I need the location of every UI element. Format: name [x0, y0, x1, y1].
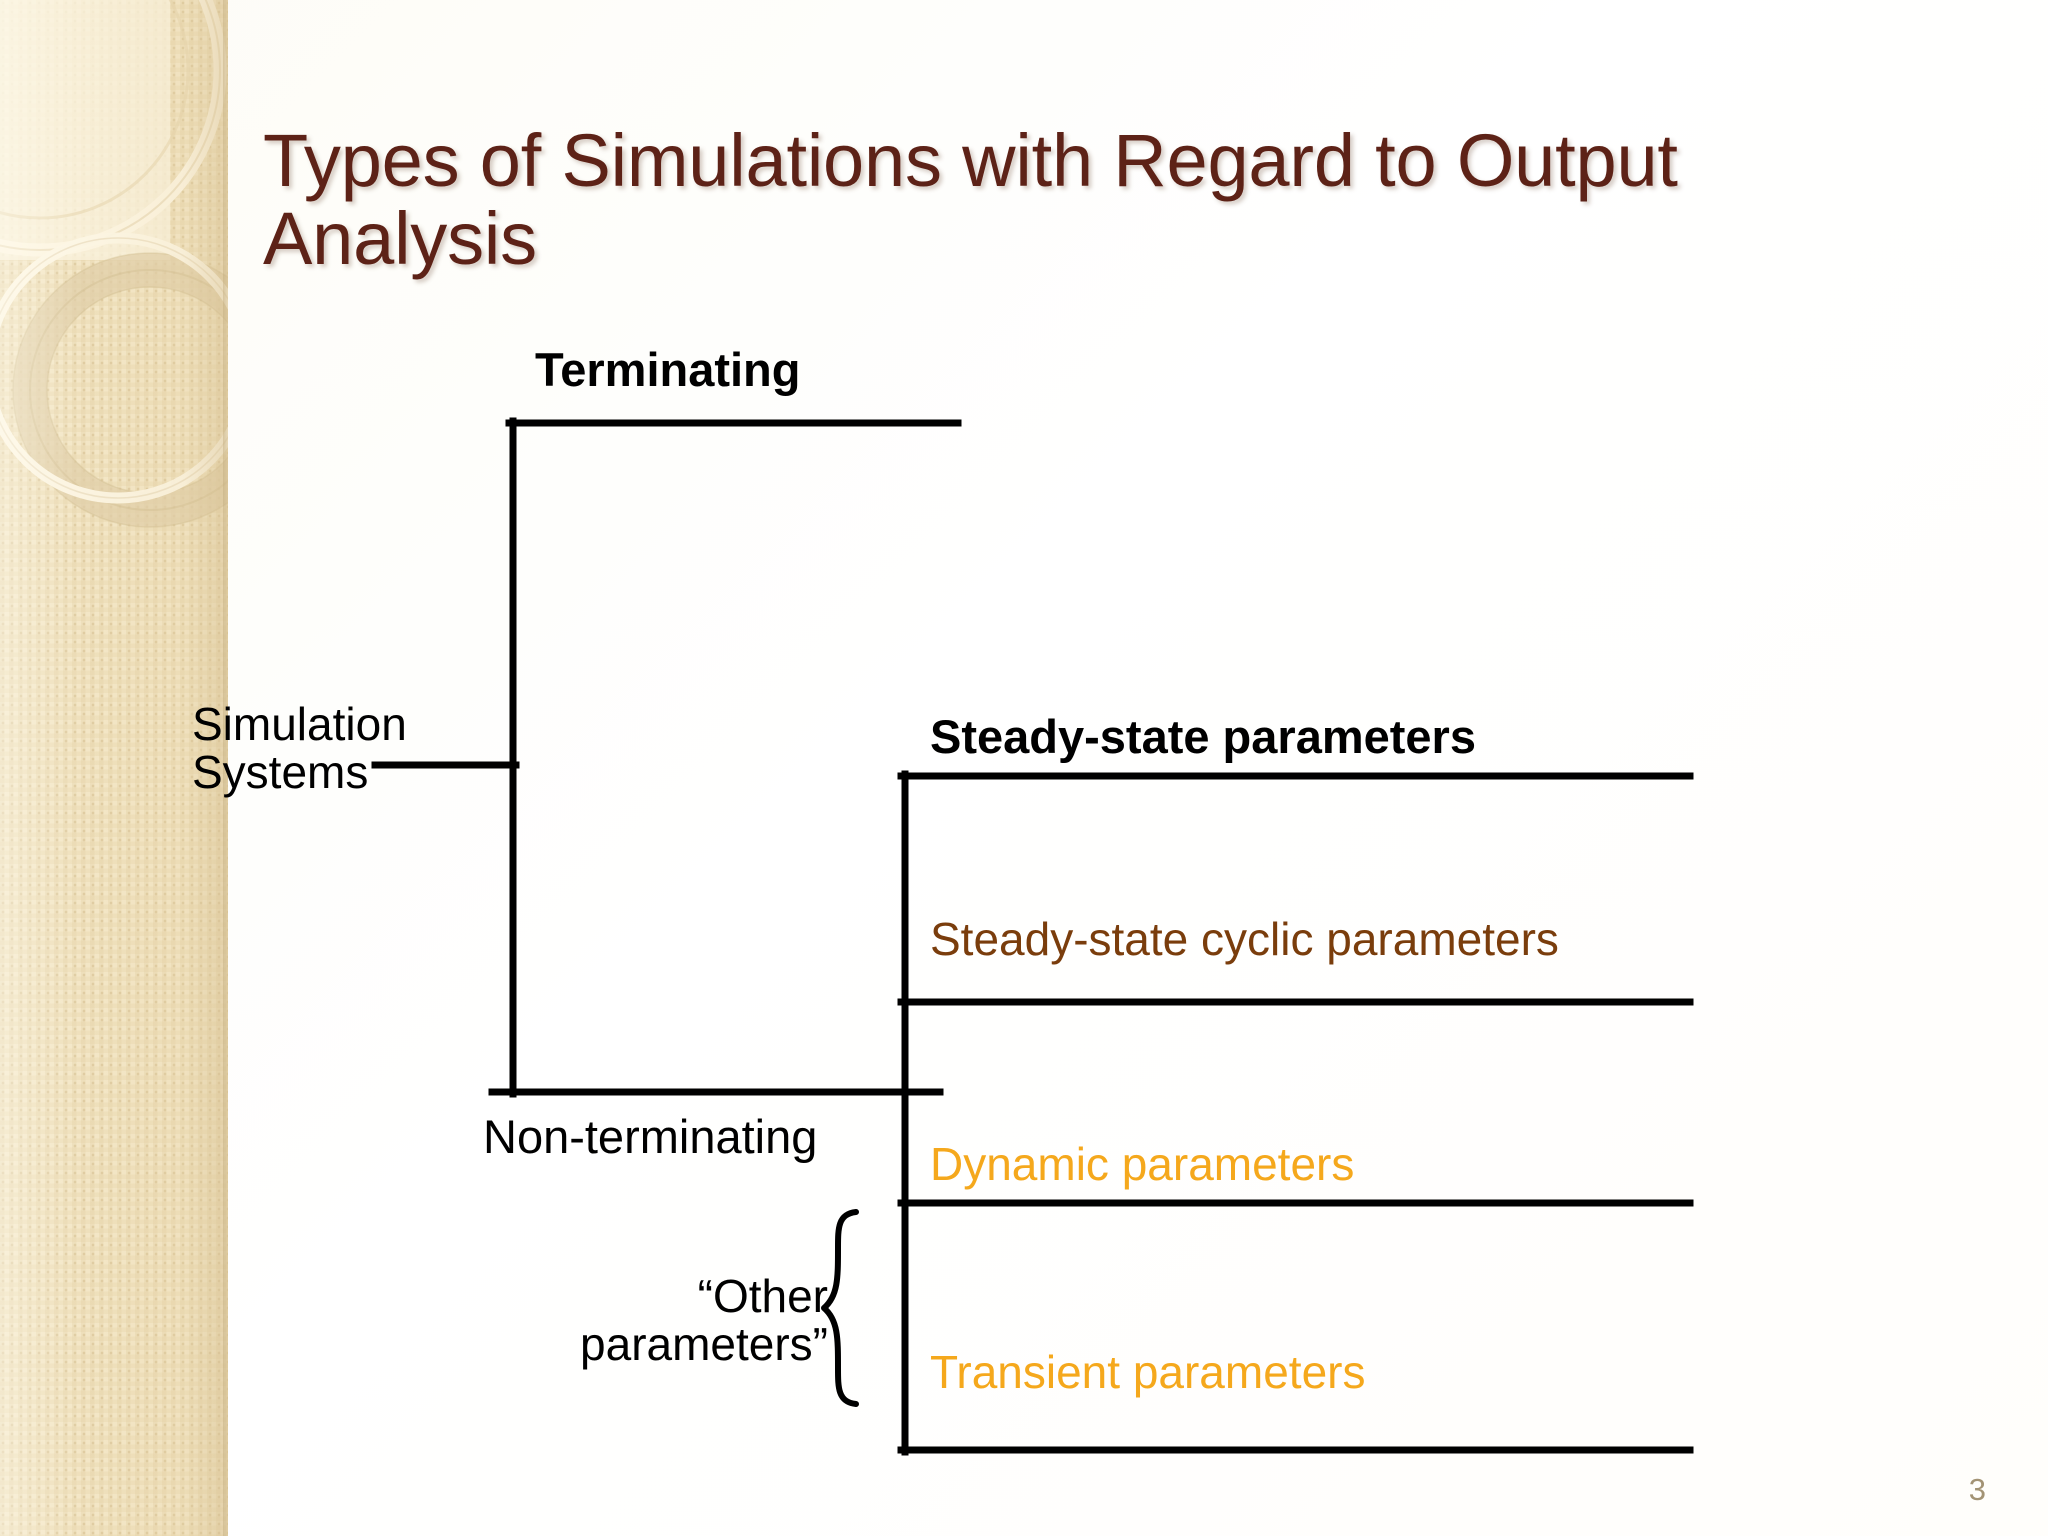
slide-title: Types of Simulations with Regard to Outp… — [263, 118, 1678, 281]
decorative-sidebar — [0, 0, 228, 1536]
label-steady-state-cyclic-parameters: Steady-state cyclic parameters — [930, 913, 1559, 965]
other-parameters-brace — [821, 1209, 859, 1407]
label-dynamic-parameters: Dynamic parameters — [930, 1138, 1355, 1190]
label-terminating: Terminating — [535, 343, 801, 396]
sidebar-edge-shadow — [223, 0, 228, 1536]
page-number: 3 — [1968, 1472, 1986, 1507]
label-steady-state-parameters: Steady-state parameters — [930, 710, 1476, 763]
label-non-terminating: Non-terminating — [483, 1110, 818, 1163]
label-other-parameters: “Other parameters” — [580, 1270, 828, 1371]
sidebar-shading — [0, 0, 228, 1536]
label-simulation-systems: Simulation Systems — [192, 698, 407, 799]
label-transient-parameters: Transient parameters — [930, 1346, 1366, 1398]
